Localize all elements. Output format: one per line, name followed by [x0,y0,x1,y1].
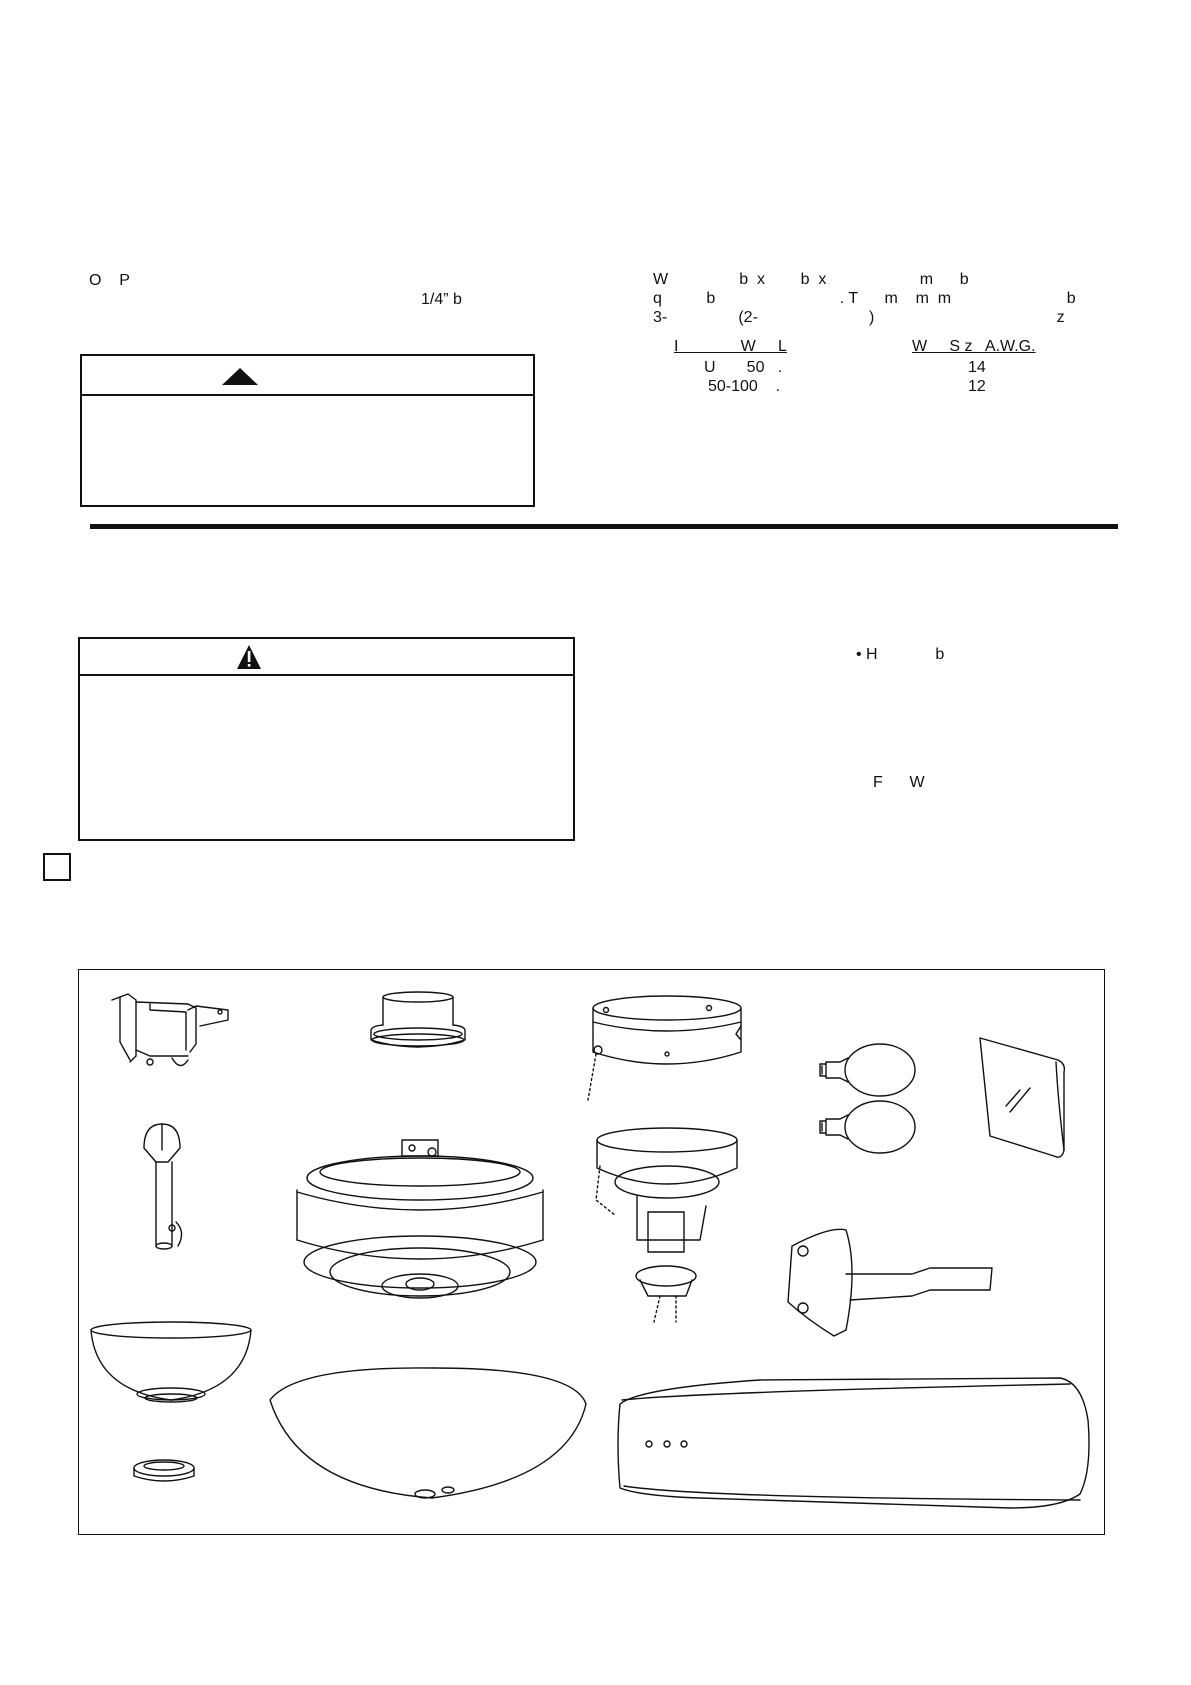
wire-table-row-1-length: U 50 . [704,359,783,376]
section-divider [90,524,1118,529]
installation-text-line-2: 1/4” b [421,291,462,308]
light-bulbs-part [819,1043,916,1154]
checkbox-square [43,853,71,881]
warning-box-1-header [82,356,533,396]
light-bowl-small-part [90,1321,252,1403]
bullet-item-1: • H b [856,646,945,663]
warning-box-2-header [80,639,573,676]
finial-cap-part [133,1459,195,1482]
warning-box-1 [80,354,535,507]
hanger-bracket-part [111,993,229,1067]
canopy-cover-part [370,991,466,1048]
downrod-part [143,1123,183,1250]
warning-box-2 [78,637,575,841]
wiring-text-line-1: W b x b x m b [653,271,969,288]
glass-bowl-part [269,1367,587,1499]
bullet-item-2: F W [873,774,925,791]
fan-blade-part [617,1377,1090,1509]
wiring-text-line-2: q b . T m m m b [653,290,1076,307]
installation-text-line-1: O P [89,272,130,289]
wire-table-header-size: W S z A.W.G. [912,338,1036,355]
parts-illustration-frame [78,969,1105,1535]
wire-table-row-2-size: 12 [968,378,986,395]
wire-table-row-1-size: 14 [968,359,986,376]
switch-housing-light-kit-part [595,1127,738,1323]
wire-table-header-length: I W L [674,338,787,355]
fan-motor-part [296,1139,544,1299]
wiring-text-line-3: 3- (2- ) z [653,309,1065,326]
wire-table-row-2-length: 50-100 . [708,378,781,395]
blade-iron-part [787,1228,993,1337]
hardware-bag-part [979,1037,1066,1158]
switch-housing-part [587,995,742,1101]
